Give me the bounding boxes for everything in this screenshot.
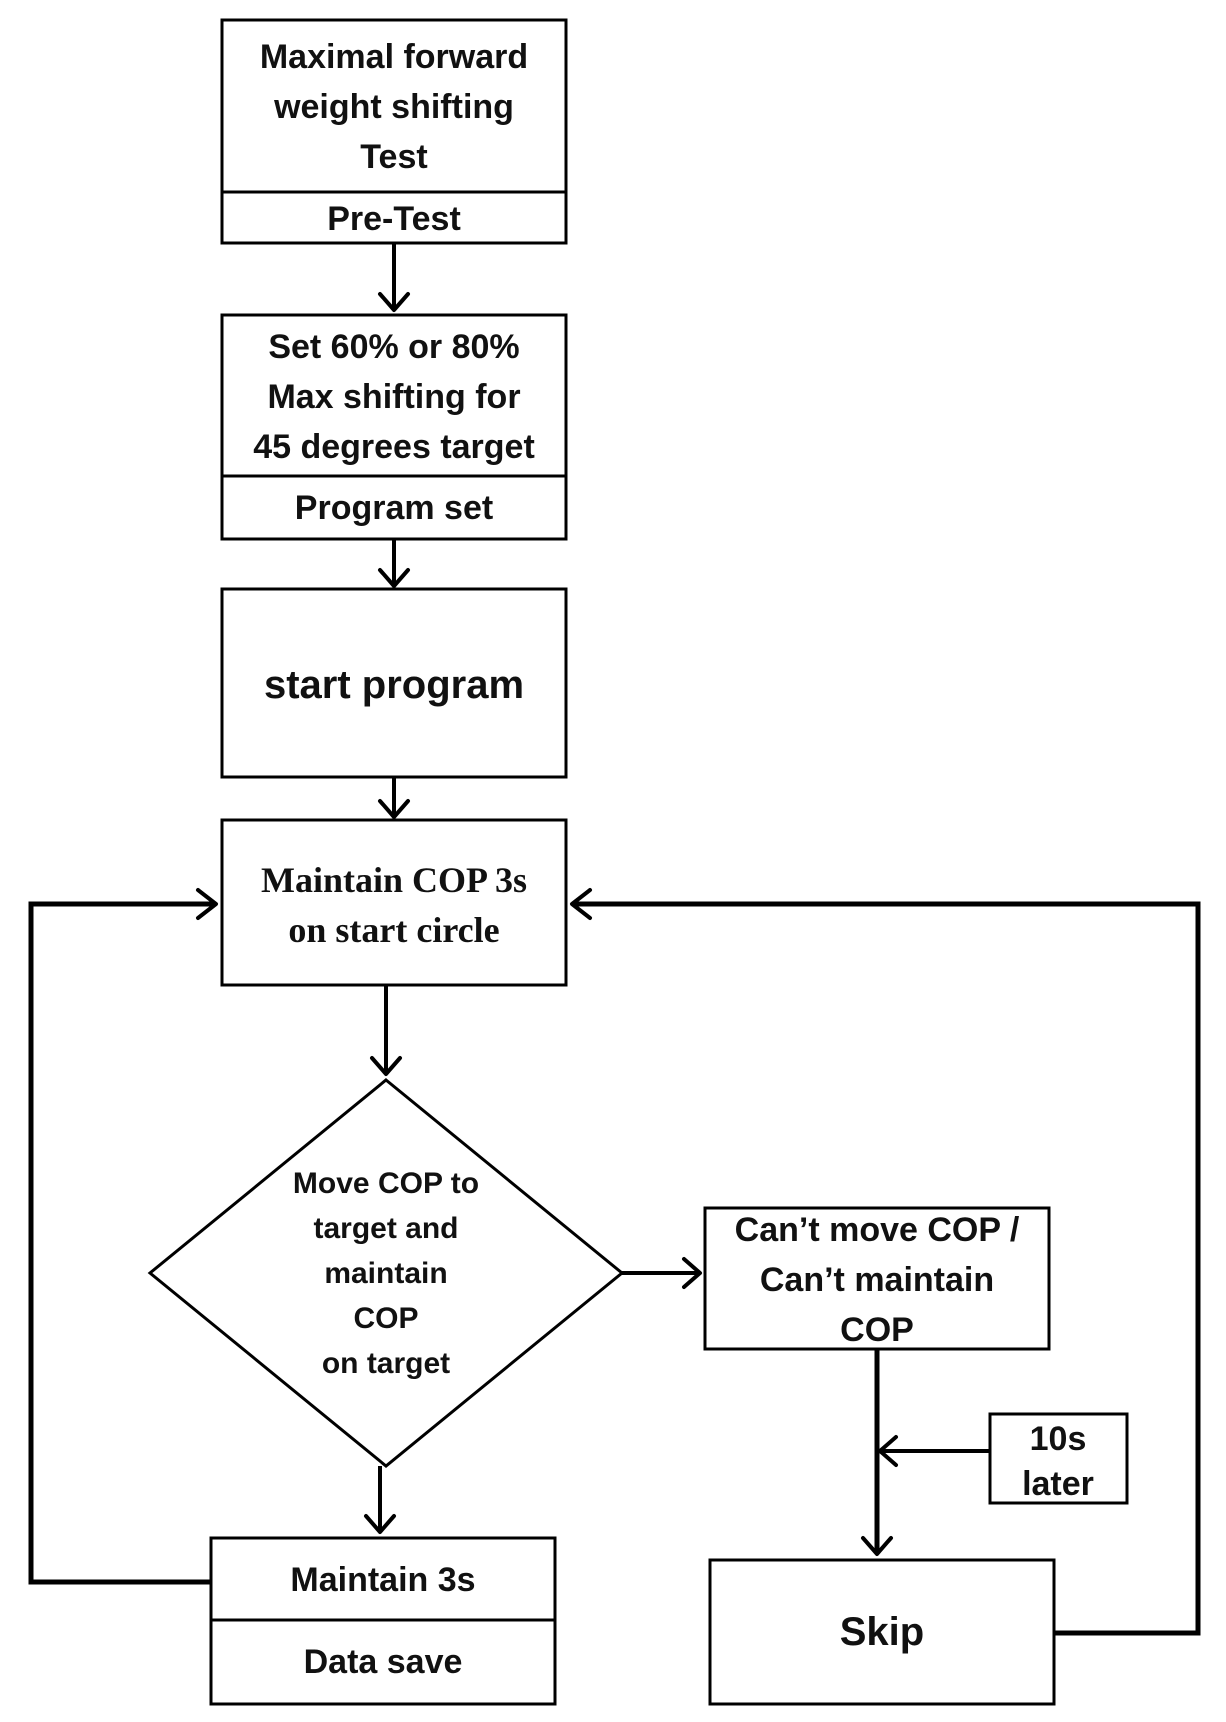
- delay-box: 10s later: [988, 1412, 1129, 1505]
- cannot-maintain-line-1: Can’t move COP /: [735, 1211, 1020, 1249]
- pretest-line-1: Maximal forward: [260, 38, 528, 76]
- program-set-footer: Program set: [295, 489, 493, 527]
- pretest-footer: Pre-Test: [327, 200, 461, 238]
- program-set-box: Set 60% or 80% Max shifting for 45 degre…: [220, 313, 568, 541]
- maintain-start-line-2: on start circle: [288, 910, 499, 950]
- pretest-line-2: weight shifting: [273, 88, 514, 126]
- pretest-line-3: Test: [360, 138, 427, 176]
- cannot-maintain-line-3: COP: [840, 1311, 914, 1349]
- skip-label: Skip: [840, 1610, 924, 1654]
- delay-line-2: later: [1022, 1465, 1094, 1503]
- program-set-line-2: Max shifting for: [267, 378, 520, 416]
- arrow-fail-to-skip: [861, 1349, 893, 1556]
- cannot-maintain-box: Can’t move COP / Can’t maintain COP: [703, 1206, 1051, 1351]
- decision-line-4: COP: [353, 1302, 418, 1335]
- decision-line-5: on target: [322, 1347, 450, 1380]
- decision-diamond: Move COP to target and maintain COP on t…: [147, 1078, 625, 1468]
- program-set-line-3: 45 degrees target: [253, 428, 535, 466]
- program-set-line-1: Set 60% or 80%: [268, 328, 519, 366]
- arrow-start-to-maintain-start: [378, 777, 410, 819]
- arrow-decision-to-maintain-save: [364, 1466, 396, 1534]
- arrow-decision-to-fail: [622, 1257, 702, 1289]
- maintain-save-top: Maintain 3s: [290, 1561, 475, 1599]
- arrow-pretest-to-program-set: [378, 243, 410, 312]
- maintain-start-line-1: Maintain COP 3s: [261, 860, 527, 900]
- decision-line-2: target and: [313, 1212, 458, 1245]
- pretest-box: Maximal forward weight shifting Test Pre…: [220, 18, 568, 245]
- loop-save-to-start: [28, 888, 218, 1585]
- arrow-delay-to-flow: [878, 1435, 990, 1467]
- skip-box: Skip: [708, 1558, 1056, 1706]
- arrow-maintain-start-to-decision: [370, 985, 402, 1076]
- maintain-save-bottom: Data save: [304, 1643, 463, 1681]
- delay-line-1: 10s: [1030, 1420, 1087, 1458]
- start-program-box: start program: [220, 587, 568, 779]
- maintain-start-box: Maintain COP 3s on start circle: [220, 818, 568, 987]
- cannot-maintain-line-2: Can’t maintain: [760, 1261, 994, 1299]
- decision-line-1: Move COP to: [293, 1167, 479, 1200]
- start-program-label: start program: [264, 663, 524, 707]
- arrow-program-set-to-start: [378, 539, 410, 588]
- decision-line-3: maintain: [324, 1257, 447, 1290]
- maintain-save-box: Maintain 3s Data save: [209, 1536, 557, 1706]
- loop-skip-to-start: [570, 888, 1201, 1636]
